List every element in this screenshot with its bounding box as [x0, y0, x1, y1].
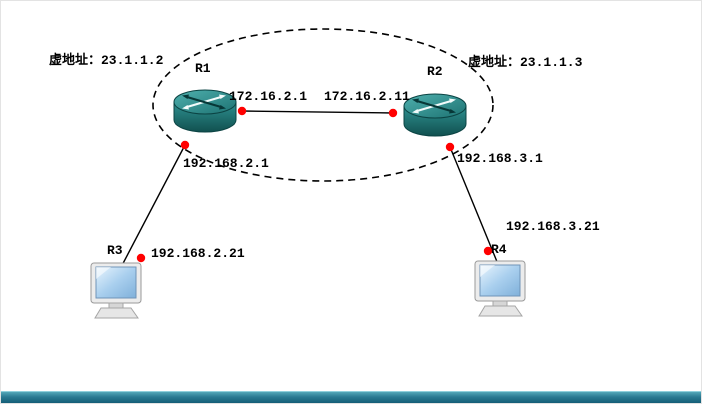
pc-r4-label: R4: [491, 242, 507, 257]
bottom-window-strip: [1, 391, 701, 403]
link-r2-r4: [449, 146, 501, 270]
connection-dot: [136, 253, 146, 263]
router-r2-label: R2: [427, 64, 443, 79]
connection-dot: [445, 142, 455, 152]
virtual-address-right-label: 虚地址：23.1.1.3: [468, 55, 583, 70]
pc-r3-label: R3: [107, 243, 123, 258]
r4-ip-label: 192.168.3.21: [506, 219, 600, 234]
r1-wan-ip-label: 172.16.2.1: [229, 89, 308, 104]
virtual-address-left-label: 虚地址：23.1.1.2: [49, 53, 164, 68]
connection-dot: [180, 140, 190, 150]
link-r1-r2: [241, 110, 394, 114]
router-r1-label: R1: [195, 61, 211, 76]
connection-dot: [483, 246, 493, 256]
link-r1-r3: [117, 144, 186, 274]
vrrp-group-ellipse: [152, 28, 494, 182]
r1-lan-ip-label: 192.168.2.1: [183, 156, 269, 171]
router-r1-icon[interactable]: [171, 86, 239, 143]
pc-r3-icon[interactable]: [87, 261, 147, 328]
connection-dot: [237, 106, 247, 116]
connection-dot: [388, 108, 398, 118]
router-r2-icon[interactable]: [401, 90, 469, 147]
r2-wan-ip-label: 172.16.2.11: [324, 89, 410, 104]
pc-r4-icon[interactable]: [471, 259, 531, 326]
r3-ip-label: 192.168.2.21: [151, 246, 245, 261]
r2-lan-ip-label: 192.168.3.1: [457, 151, 543, 166]
